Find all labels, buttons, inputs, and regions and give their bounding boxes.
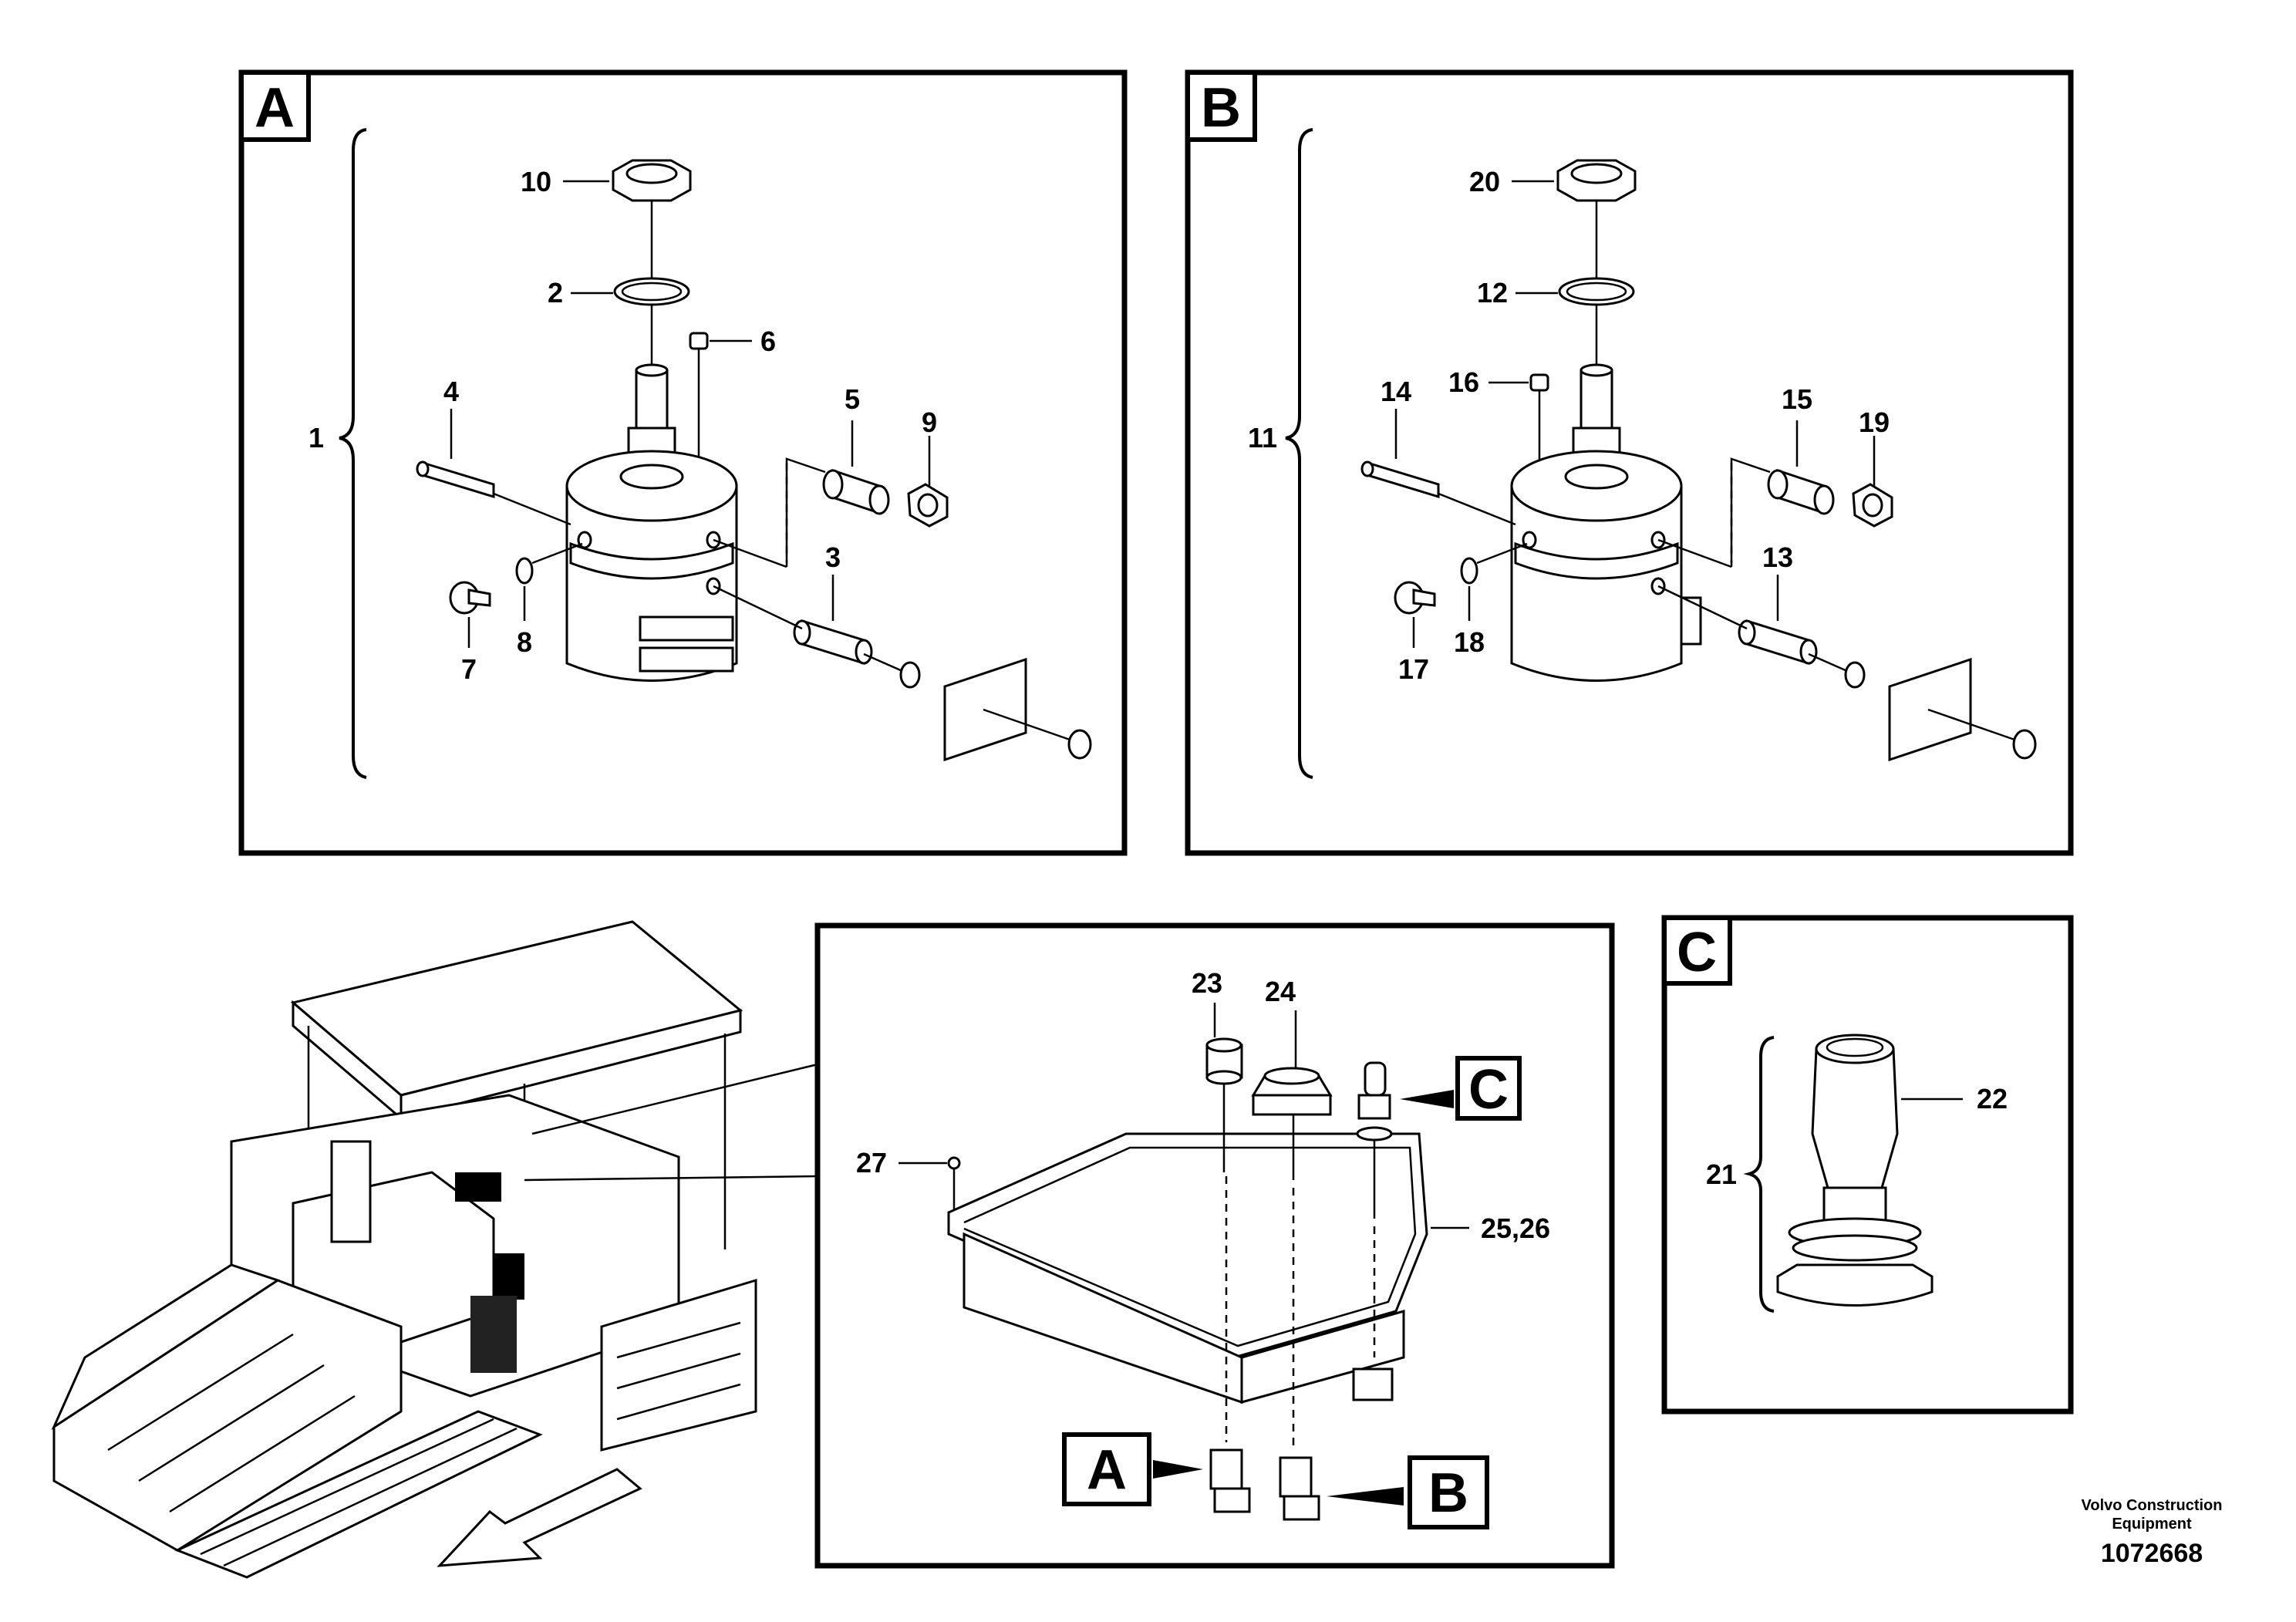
footer: Volvo Construction Equipment 1072668 — [2082, 1497, 2223, 1568]
callout-8: 8 — [517, 626, 532, 658]
rotary-switch-body — [565, 363, 738, 682]
callout-25-26: 25,26 — [1481, 1212, 1550, 1244]
callout-11: 11 — [1248, 422, 1277, 454]
ref-box-b — [1408, 1455, 1489, 1529]
callout-13: 13 — [1762, 541, 1793, 573]
panel-c-letter-box — [1662, 916, 1732, 986]
control-box — [455, 1172, 501, 1202]
travel-direction-arrow — [437, 1468, 642, 1567]
detail-leader-line — [531, 1063, 818, 1135]
callout-15: 15 — [1782, 383, 1812, 415]
hex-nut-part-19 — [1852, 483, 1893, 528]
washer — [899, 661, 921, 689]
company-name-line2: Equipment — [2112, 1516, 2192, 1533]
document-number: 1072668 — [2101, 1539, 2203, 1568]
callout-23: 23 — [1192, 967, 1222, 999]
lock-washer-part-18 — [1460, 557, 1478, 585]
callout-3: 3 — [825, 541, 841, 573]
panel-b-letter: B — [1201, 77, 1241, 139]
track — [174, 1410, 543, 1579]
panel-c: C 21 22 — [1661, 915, 2074, 1415]
callout-6: 6 — [760, 325, 776, 357]
panel-b: B 11 20 12 16 — [1185, 69, 2074, 856]
callout-2: 2 — [548, 277, 563, 309]
pin-part-14 — [1360, 460, 1440, 499]
spacer-part-3 — [793, 619, 873, 666]
callout-16: 16 — [1448, 366, 1479, 398]
washer-b — [1844, 661, 1866, 689]
switch-a — [1209, 1448, 1251, 1513]
paver-machine-illustration — [51, 920, 820, 1579]
joystick-base — [1352, 1367, 1394, 1401]
rotary-switch-body-b — [1510, 363, 1702, 682]
screw-b — [2012, 729, 2037, 760]
panel-c-letter: C — [1677, 922, 1717, 983]
screw-part-6 — [689, 332, 709, 463]
spacer-part-5 — [822, 468, 890, 515]
knob-part-23 — [1205, 1037, 1243, 1085]
panel-a-frame — [238, 69, 1128, 856]
screw — [1067, 729, 1092, 760]
callout-21: 21 — [1706, 1158, 1737, 1190]
hex-nut-part-10 — [612, 159, 692, 202]
panel-b-letter-box — [1185, 70, 1257, 142]
ref-a: A — [1087, 1439, 1127, 1501]
panel-a: A 1 10 2 6 — [238, 69, 1128, 856]
callout-1: 1 — [308, 422, 324, 454]
panel-a-letter: A — [255, 77, 295, 139]
joystick-knob-part-22 — [1776, 1034, 1934, 1307]
callout-14: 14 — [1381, 376, 1411, 407]
assembly-frame — [814, 922, 1615, 1569]
ref-box-c — [1455, 1056, 1522, 1121]
grille — [470, 1296, 517, 1373]
screw-part-7 — [449, 581, 491, 615]
callout-18: 18 — [1454, 626, 1485, 658]
callout-22: 22 — [1977, 1083, 2008, 1114]
callout-17: 17 — [1398, 653, 1429, 685]
screed — [600, 1278, 757, 1452]
knob-part-24 — [1251, 1067, 1333, 1116]
joystick-part — [1356, 1061, 1393, 1141]
panel-c-frame — [1661, 915, 2074, 1415]
callout-5: 5 — [845, 383, 860, 415]
callout-12: 12 — [1477, 277, 1508, 309]
panel-a-brace — [339, 128, 367, 779]
company-name-line1: Volvo Construction — [2082, 1497, 2223, 1514]
exhaust — [330, 1140, 372, 1243]
detail-leader-top — [524, 1175, 818, 1182]
spacer-part-13 — [1738, 619, 1818, 666]
callout-27: 27 — [856, 1147, 887, 1179]
hex-nut-part-20 — [1556, 159, 1637, 202]
switch-b — [1279, 1456, 1320, 1521]
spacer-part-15 — [1767, 468, 1835, 515]
panel-a-letter-box — [239, 70, 311, 142]
pin-part-4 — [416, 460, 495, 499]
callout-7: 7 — [461, 653, 477, 685]
lock-washer-part-8 — [515, 557, 534, 585]
ref-b: B — [1428, 1462, 1468, 1524]
assembly-detail-panel: 23 24 C 27 25,26 — [814, 922, 1615, 1569]
callout-9: 9 — [922, 406, 937, 438]
ref-c: C — [1468, 1059, 1509, 1121]
callout-10: 10 — [521, 166, 551, 197]
panel-b-brace — [1285, 128, 1313, 779]
callout-24: 24 — [1265, 976, 1296, 1007]
callout-20: 20 — [1469, 166, 1500, 197]
hex-nut-part-9 — [907, 483, 949, 528]
ref-box-a — [1062, 1432, 1151, 1506]
vent — [494, 1253, 524, 1300]
callout-19: 19 — [1859, 406, 1890, 438]
screw-part-17 — [1394, 581, 1436, 615]
panel-c-brace — [1743, 1036, 1775, 1313]
callout-4: 4 — [443, 376, 459, 407]
screw-part-27 — [947, 1156, 961, 1170]
panel-b-frame — [1185, 69, 2074, 856]
